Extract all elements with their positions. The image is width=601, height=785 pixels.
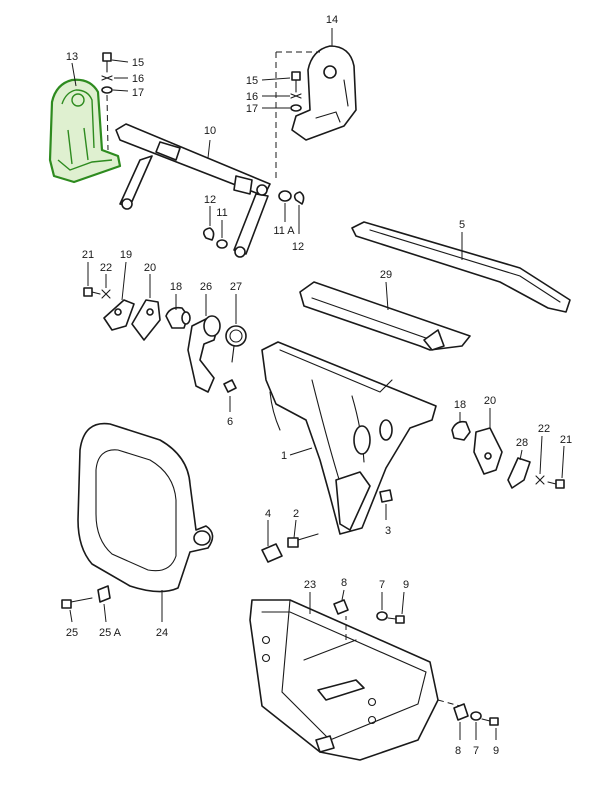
fasteners-8-7-9-upper[interactable] [333,589,405,624]
label-23: 23 [304,579,316,591]
label-21-right: 21 [560,434,572,446]
fasteners-8-7-9-lower[interactable] [453,703,499,740]
label-20-right: 20 [484,395,496,407]
part-13-bracket[interactable] [48,62,122,184]
label-4: 4 [265,508,271,520]
callout-labels: 1 2 3 4 5 6 7 7 8 8 9 9 10 11 11 A 12 12… [66,14,572,757]
label-21-left: 21 [82,249,94,261]
fasteners-15-16-17-right[interactable] [261,71,302,112]
label-10: 10 [204,125,216,137]
part-20-bracket-right[interactable] [473,408,503,475]
part-25a-spacer[interactable] [97,585,111,623]
label-8-upper: 8 [341,577,347,589]
label-7-lower: 7 [473,745,479,757]
part-18-bushing-left[interactable] [165,294,191,329]
label-3: 3 [385,525,391,537]
parts-11-12-clips[interactable] [202,190,305,249]
label-8-lower: 8 [455,745,461,757]
part-14-bracket[interactable] [275,28,357,180]
part-4-spacer[interactable] [261,520,283,563]
part-29-channel[interactable] [299,281,471,351]
label-24: 24 [156,627,168,639]
label-15-left: 15 [132,57,144,69]
label-16-right: 16 [246,91,258,103]
part-23-tray[interactable] [249,592,461,761]
label-22-right: 22 [538,423,550,435]
label-16-left: 16 [132,73,144,85]
label-5: 5 [459,219,465,231]
part-1-frame[interactable] [261,341,437,535]
part-20-bracket-left[interactable] [131,274,161,341]
label-9-upper: 9 [403,579,409,591]
part-26-lever[interactable] [187,294,221,393]
part-28-clip[interactable] [507,449,531,489]
label-12-left: 12 [204,194,216,206]
label-17-left: 17 [132,87,144,99]
label-25a: 25 A [99,627,122,639]
part-3-nut[interactable] [379,489,393,520]
label-12-right: 12 [292,241,304,253]
part-19-plate[interactable] [103,261,135,331]
label-26: 26 [200,281,212,293]
label-18-left: 18 [170,281,182,293]
label-11a: 11 A [273,225,295,237]
part-21-bolt-left[interactable] [83,262,101,297]
label-7-upper: 7 [379,579,385,591]
part-5-strip[interactable] [351,221,571,313]
label-11: 11 [216,207,227,219]
label-27: 27 [230,281,242,293]
label-1: 1 [281,450,287,462]
part-27-spring[interactable] [225,294,247,363]
fasteners-15-16-17-left[interactable] [101,52,129,151]
label-22-left: 22 [100,262,112,274]
part-21-bolt-right[interactable] [547,445,565,489]
label-14: 14 [326,14,338,26]
part-22-washer-right[interactable] [535,435,545,485]
part-10-shaft-assembly[interactable] [115,123,271,258]
part-18-bushing-right[interactable] [451,412,471,441]
label-25: 25 [66,627,78,639]
label-6: 6 [227,416,233,428]
label-18-right: 18 [454,399,466,411]
part-2-bolt[interactable] [287,519,319,548]
part-24-housing[interactable] [77,422,214,622]
part-25-bolt[interactable] [61,597,93,623]
part-6-nut[interactable] [223,379,237,412]
label-9-lower: 9 [493,745,499,757]
label-28: 28 [516,437,528,449]
label-19: 19 [120,249,132,261]
label-2: 2 [293,508,299,520]
part-22-washer-left[interactable] [101,274,111,299]
label-29: 29 [380,269,392,281]
label-20-left: 20 [144,262,156,274]
label-15-right: 15 [246,75,258,87]
label-17-right: 17 [246,103,258,115]
label-13: 13 [66,51,78,63]
